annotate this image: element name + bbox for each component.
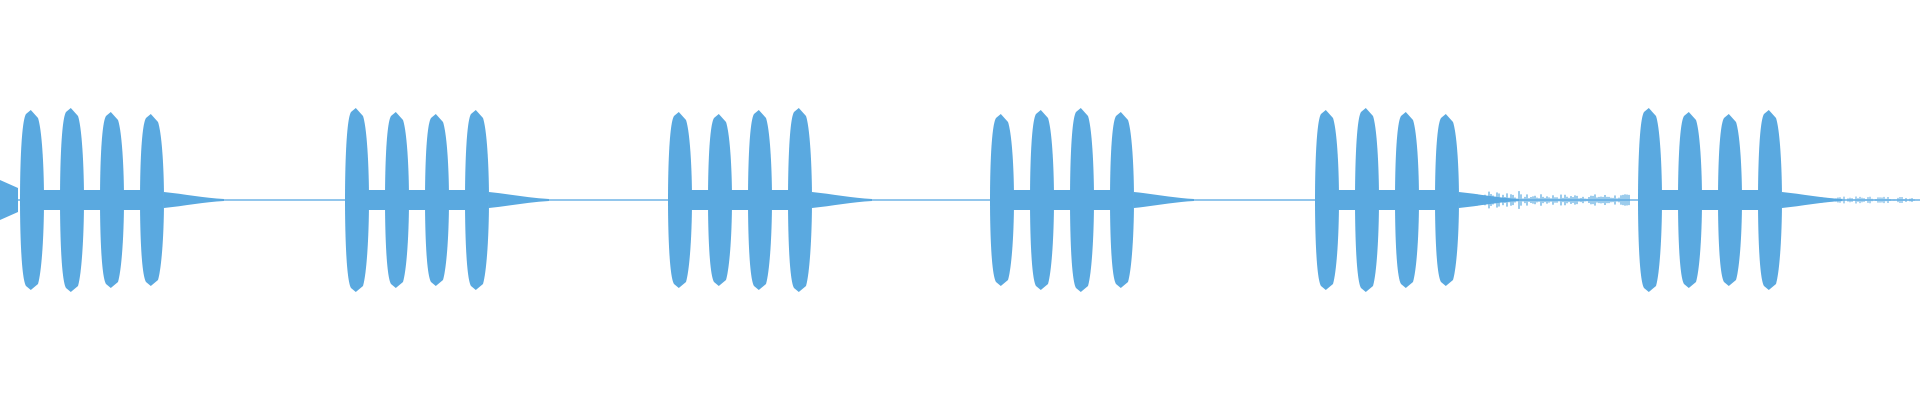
waveform-pulse-link	[1740, 190, 1760, 210]
waveform-pulse	[1355, 108, 1379, 292]
waveform-pulse	[1638, 108, 1662, 292]
waveform-pulse	[425, 114, 449, 286]
waveform-pulse	[1395, 112, 1419, 288]
waveform-pulse	[1435, 114, 1459, 286]
waveform-pulse	[465, 110, 489, 290]
waveform-burst-group	[668, 108, 872, 292]
waveform-pulse	[708, 114, 732, 286]
waveform-pulse	[385, 112, 409, 288]
waveform-pulse-link	[1417, 190, 1437, 210]
waveform-decay-tail	[812, 192, 872, 208]
waveform-pulses	[0, 108, 1915, 292]
waveform-pulse-link	[367, 190, 387, 210]
waveform-pulse	[1070, 108, 1094, 292]
waveform-pulse-link	[122, 190, 142, 210]
waveform-pulse-link	[1012, 190, 1032, 210]
waveform-decay-tail	[489, 192, 549, 208]
waveform-pulse-link	[690, 190, 710, 210]
waveform-pulse-link	[1377, 190, 1397, 210]
waveform-burst-group	[1638, 108, 1842, 292]
waveform-lead-in	[0, 180, 18, 220]
waveform-pulse	[788, 108, 812, 292]
waveform-pulse	[1718, 114, 1742, 286]
waveform-decay-tail	[1134, 192, 1194, 208]
waveform-pulse	[1030, 110, 1054, 290]
waveform-pulse-link	[1092, 190, 1112, 210]
waveform-burst-group	[20, 108, 224, 292]
waveform-decay-tail	[1782, 192, 1842, 208]
waveform-burst-group	[345, 108, 549, 292]
waveform-pulse	[345, 108, 369, 292]
waveform-pulse	[1758, 110, 1782, 290]
waveform-pulse-link	[1700, 190, 1720, 210]
waveform-pulse	[1315, 110, 1339, 290]
waveform-noise-region	[1474, 191, 1915, 209]
waveform-pulse-link	[1052, 190, 1072, 210]
waveform-burst-group	[1315, 108, 1519, 292]
waveform-pulse-link	[407, 190, 427, 210]
waveform-pulse-link	[82, 190, 102, 210]
waveform-pulse	[990, 114, 1014, 286]
waveform-pulse	[100, 112, 124, 288]
waveform-pulse	[20, 110, 44, 290]
waveform-pulse	[748, 110, 772, 290]
waveform-pulse	[140, 114, 164, 286]
waveform-pulse	[1110, 112, 1134, 288]
waveform-pulse-link	[1660, 190, 1680, 210]
waveform-pulse-link	[1337, 190, 1357, 210]
waveform-pulse	[1678, 112, 1702, 288]
waveform-burst-group	[990, 108, 1194, 292]
waveform-pulse-link	[770, 190, 790, 210]
waveform-pulse-link	[447, 190, 467, 210]
waveform-decay-tail	[164, 192, 224, 208]
waveform-pulse-link	[42, 190, 62, 210]
waveform-pulse-link	[730, 190, 750, 210]
waveform-pulse	[60, 108, 84, 292]
waveform-pulse	[668, 112, 692, 288]
